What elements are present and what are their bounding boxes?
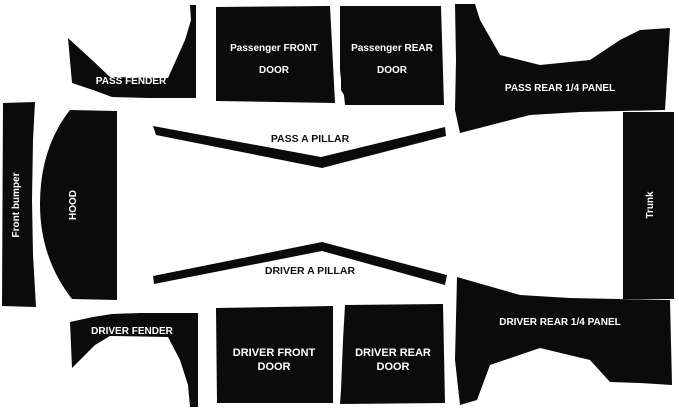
- passenger-rear-door-panel: [340, 6, 444, 105]
- passenger-rear-door-label-line2: DOOR: [377, 65, 408, 76]
- pass-a-pillar-label: PASS A PILLAR: [271, 133, 350, 145]
- driver-rear-door-label-line2: DOOR: [377, 361, 410, 373]
- driver-fender-label: DRIVER FENDER: [91, 326, 173, 337]
- hood-label: HOOD: [68, 190, 79, 220]
- driver-front-door-panel: [216, 306, 333, 403]
- driver-a-pillar-label: DRIVER A PILLAR: [265, 265, 356, 277]
- hood-panel: [40, 110, 117, 300]
- trunk-panel: [623, 112, 674, 299]
- driver-front-door-label-line2: DOOR: [258, 361, 291, 373]
- pass-a-pillar-strip: [153, 126, 446, 168]
- front-bumper-panel: [2, 102, 36, 307]
- pass-fender-panel: [68, 5, 196, 98]
- pass-rear-quarter-panel: [455, 4, 670, 133]
- passenger-front-door-panel: [216, 6, 335, 103]
- trunk-label: Trunk: [645, 191, 656, 219]
- driver-front-door-label-line1: DRIVER FRONT: [233, 347, 316, 359]
- passenger-front-door-label-line2: DOOR: [259, 65, 290, 76]
- driver-fender-panel: [70, 313, 198, 407]
- driver-rear-door-label-line1: DRIVER REAR: [355, 347, 431, 359]
- passenger-rear-door-label-line1: Passenger REAR: [351, 43, 433, 54]
- driver-rear-quarter-label: DRIVER REAR 1/4 PANEL: [499, 317, 621, 328]
- front-bumper-label: Front bumper: [11, 172, 22, 237]
- pass-fender-label: PASS FENDER: [96, 76, 167, 87]
- pass-rear-quarter-label: PASS REAR 1/4 PANEL: [505, 83, 615, 94]
- passenger-front-door-label-line1: Passenger FRONT: [230, 43, 318, 54]
- driver-rear-door-panel: [340, 304, 445, 404]
- driver-a-pillar-strip: [153, 242, 447, 285]
- driver-rear-quarter-panel: [455, 277, 672, 405]
